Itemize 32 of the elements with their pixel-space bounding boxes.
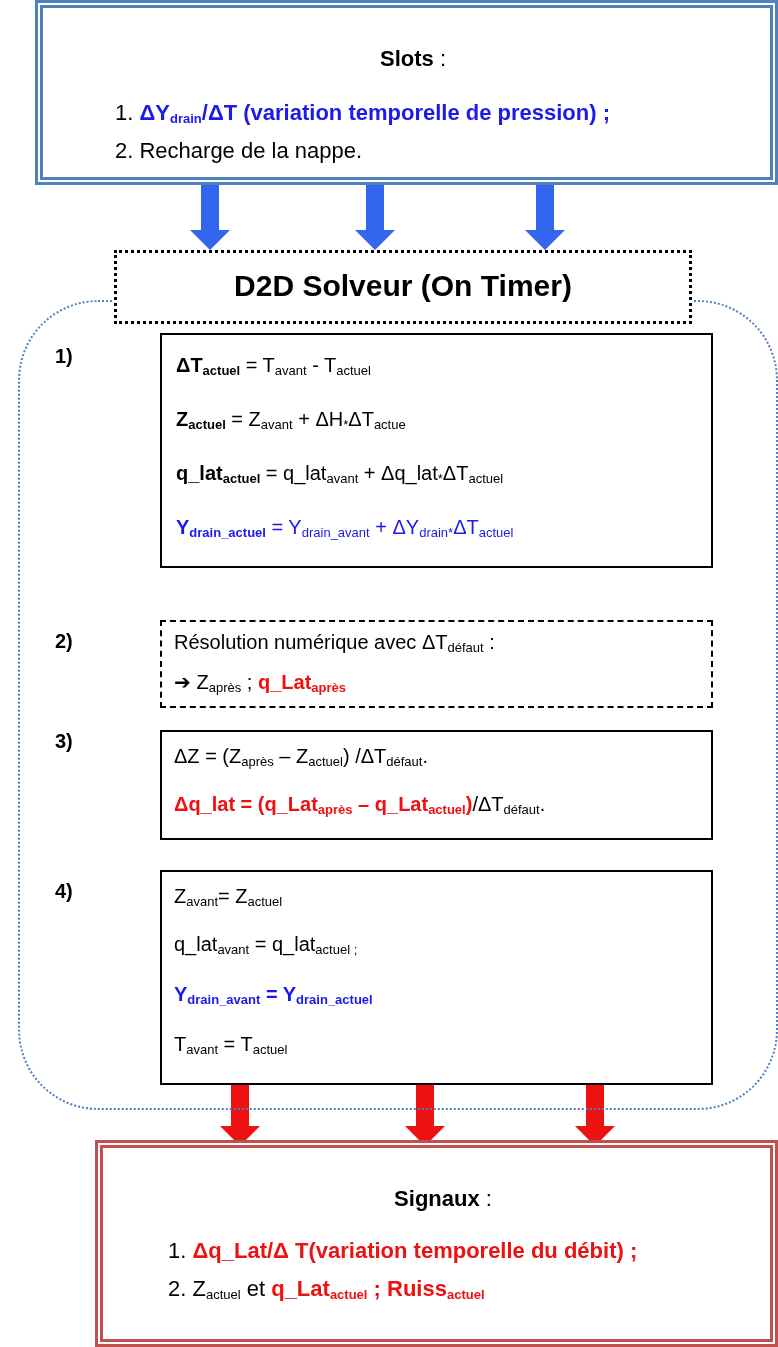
formula-text: 2. Z$_{actuel}$ et q_Lat$_{actuel}$ ; Ruiss$_{actuel}$ (168, 1276, 485, 1303)
arrow (190, 185, 230, 250)
step-number: 1) (55, 345, 73, 368)
panel-heading: Slots : (379, 46, 447, 73)
formula-text: 1. ΔY$_{drain}$/ΔT (variation temporelle de pression) ; (115, 100, 610, 127)
formula-text: ΔT$_{actuel}$ = T$_{avant}$ - T$_{actuel}$ (176, 353, 371, 379)
formula-text: 1. Δq_Lat/Δ T(variation temporelle du débit) ; (168, 1238, 638, 1265)
step-box (160, 870, 713, 1085)
step-number: 4) (55, 880, 73, 903)
formula-text: Δq_lat = (q_Lat$_{après}$ – q_Lat$_{actuel}$)/ΔT$_{défaut}$. (174, 792, 546, 818)
step-box (160, 620, 713, 708)
step-box (160, 333, 713, 568)
formula-text: Résolution numérique avec ΔT$_{défaut}$ : (174, 630, 495, 656)
signals-panel (95, 1140, 778, 1347)
formula-text: Y$_{drain_avant}$ = Y$_{drain_actuel}$ (174, 982, 373, 1008)
formula-text: Y$_{drain_actuel}$ = Y$_{drain_avant}$ + ΔY$_{drain}$$_{*}$ΔT$_{actuel}$ (176, 515, 514, 541)
formula-text: Z$_{avant}$= Z$_{actuel}$ (174, 884, 283, 910)
step-box (160, 730, 713, 840)
step-number: 2) (55, 630, 73, 653)
formula-text: Z$_{actuel}$ = Z$_{avant}$ + ΔH$_{*}$ΔT$_{actue}$ (176, 407, 406, 433)
formula-text: T$_{avant}$ = T$_{actuel}$ (174, 1032, 288, 1058)
formula-text: q_lat$_{avant}$ = q_lat$_{actuel ;}$ (174, 932, 358, 958)
formula-text: ➔ Z$_{après}$ ; q_Lat$_{après}$ (174, 670, 347, 696)
arrow (355, 185, 395, 250)
formula-text: q_lat$_{actuel}$ = q_lat$_{avant}$ + Δq_lat$_{*}$ΔT$_{actuel}$ (176, 461, 504, 487)
step-number: 3) (55, 730, 73, 753)
solver-title: D2D Solveur (On Timer) (114, 250, 692, 324)
arrow (525, 185, 565, 250)
formula-text: 2. Recharge de la nappe. (115, 138, 363, 165)
formula-text: ΔZ = (Z$_{après}$ – Z$_{actuel}$) /ΔT$_{défaut}$. (174, 744, 428, 770)
slots-panel (35, 0, 778, 185)
panel-heading: Signaux : (393, 1186, 493, 1213)
